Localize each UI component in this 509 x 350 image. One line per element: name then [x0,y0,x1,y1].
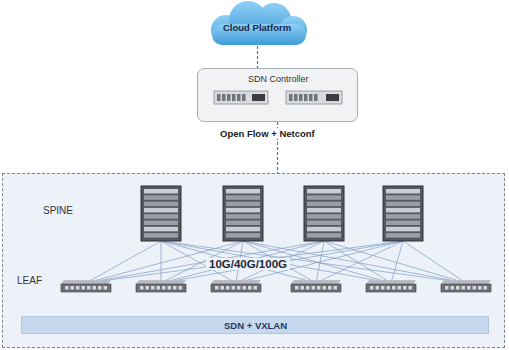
node-text: 10G/40G/100G [206,258,290,270]
edge-label: Open Flow + Netconf [218,128,317,139]
node-text: SDN + VXLAN [224,320,287,331]
node-text: Cloud Platform [223,22,291,33]
overlay-band: SDN + VXLAN [21,316,489,334]
dashed-connector [257,46,258,68]
node-text: SDN Controller [248,74,309,84]
controller-box: SDN Controller [197,68,358,122]
node-text: LEAF [17,275,42,286]
node-text: SPINE [43,205,73,216]
fabric-region: SPINE LEAF 10G/40G/100G SDN + VXLAN [2,173,505,348]
cloud-shape: Cloud Platform [200,0,315,46]
